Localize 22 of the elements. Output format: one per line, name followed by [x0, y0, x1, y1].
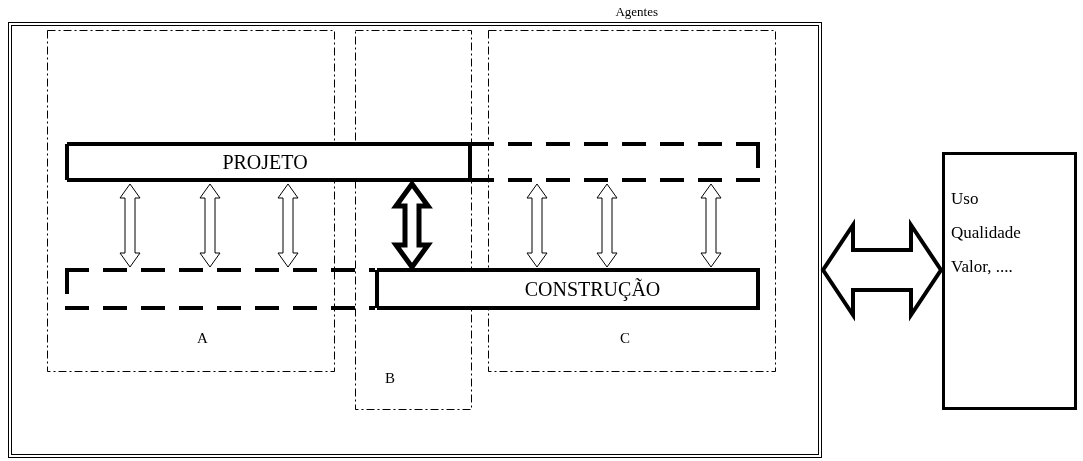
- region-label: B: [385, 370, 395, 387]
- process-bar: [65, 142, 760, 182]
- attribute-label: Valor, ....: [951, 257, 1014, 277]
- double-arrow: [700, 183, 722, 268]
- double-arrow: [820, 218, 944, 322]
- frame-heading: Agentes: [615, 4, 658, 20]
- attribute-label: Uso: [951, 189, 980, 209]
- bar-label: PROJETO: [221, 149, 309, 175]
- double-arrow: [119, 183, 141, 268]
- region-label: A: [197, 330, 208, 347]
- double-arrow: [526, 183, 548, 268]
- region-frame: [355, 30, 472, 410]
- double-arrow: [596, 183, 618, 268]
- region-frame: [488, 30, 776, 372]
- region-frame: [47, 30, 335, 372]
- attribute-box: [942, 152, 1077, 410]
- bar-label: CONSTRUÇÃO: [523, 276, 662, 303]
- attribute-label: Qualidade: [951, 223, 1022, 243]
- region-label: C: [620, 330, 630, 347]
- double-arrow: [277, 183, 299, 268]
- double-arrow: [199, 183, 221, 268]
- process-bar: [65, 268, 760, 310]
